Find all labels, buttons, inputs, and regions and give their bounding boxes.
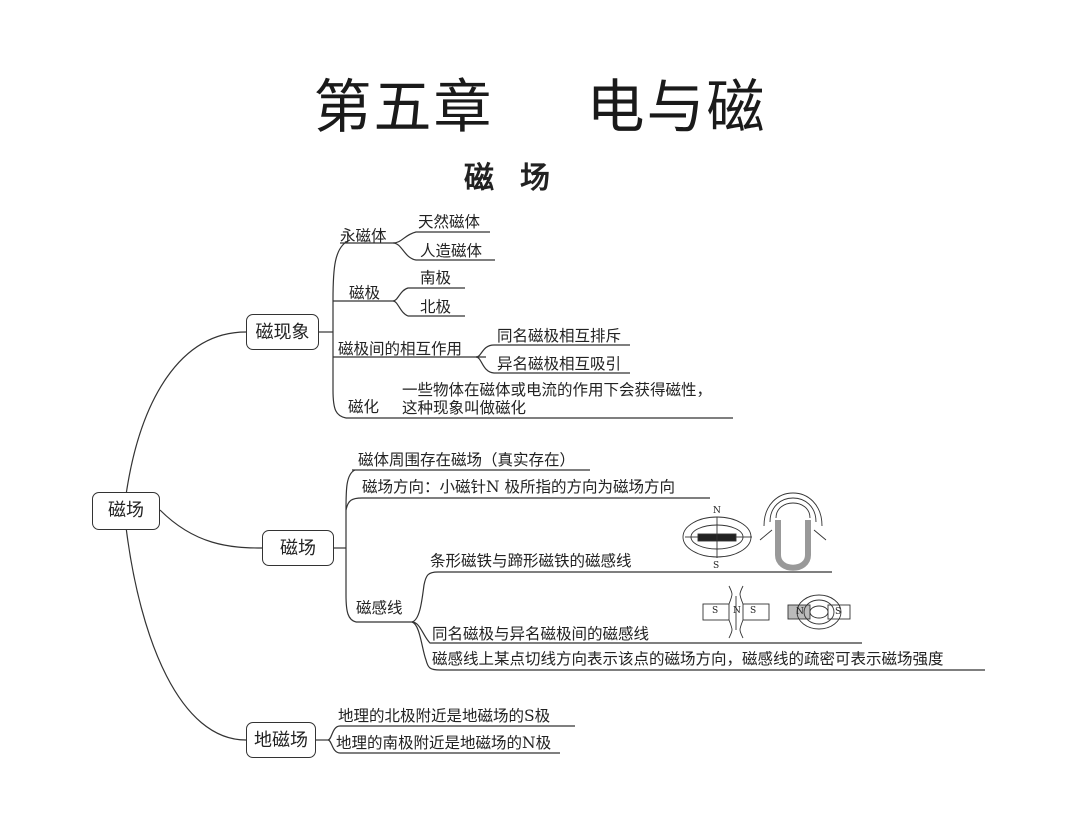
fig-letter-s-like-right: S xyxy=(750,606,757,616)
label-like-unlike-lines: 同名磁极与异名磁极间的磁感线 xyxy=(432,625,650,643)
chapter-name: 电与磁 xyxy=(586,73,767,141)
fig-letter-n-unlike: N xyxy=(796,607,804,617)
label-south-pole: 南极 xyxy=(420,269,452,287)
bar-magnet-figure xyxy=(682,516,752,558)
label-bar-horseshoe-lines: 条形磁铁与蹄形磁铁的磁感线 xyxy=(430,552,632,570)
node-phenomenon: 磁现象 xyxy=(246,314,319,350)
label-tangent-direction: 磁感线上某点切线方向表示该点的磁场方向，磁感线的疏密可表示磁场强度 xyxy=(432,650,944,668)
chapter-title: 第五章 电与磁 xyxy=(0,60,1080,144)
label-geo-north: 地理的北极附近是地磁场的S极 xyxy=(338,707,551,725)
connector-root-field xyxy=(159,509,263,549)
label-field-lines: 磁感线 xyxy=(356,599,403,617)
label-permanent-magnet: 永磁体 xyxy=(340,227,387,245)
like-poles-figure xyxy=(702,585,770,639)
connector-root-geo xyxy=(125,526,247,741)
fig-letter-s-unlike: S xyxy=(835,607,842,617)
label-field-existence: 磁体周围存在磁场（真实存在） xyxy=(358,451,576,469)
label-geo-south: 地理的南极附近是地磁场的N极 xyxy=(336,734,552,752)
label-field-direction: 磁场方向：小磁针N 极所指的方向为磁场方向 xyxy=(362,478,675,496)
fig-letter-n: N xyxy=(713,506,721,516)
label-magnetization: 磁化 xyxy=(348,398,380,416)
magnetization-desc-line2: 这种现象叫做磁化 xyxy=(402,399,527,417)
horseshoe-magnet-figure xyxy=(759,492,827,571)
label-north-pole: 北极 xyxy=(420,298,452,316)
fig-letter-s-like-left: S xyxy=(712,606,719,616)
label-like-repel: 同名磁极相互排斥 xyxy=(497,327,622,345)
label-natural-magnet: 天然磁体 xyxy=(418,213,481,231)
node-field: 磁场 xyxy=(262,530,334,566)
fig-letter-s: S xyxy=(713,561,720,571)
label-unlike-attract: 异名磁极相互吸引 xyxy=(497,355,622,373)
unlike-poles-figure xyxy=(787,594,851,630)
label-interaction: 磁极间的相互作用 xyxy=(338,340,463,358)
section-title: 磁场 xyxy=(464,161,576,196)
connector-root-phenomenon xyxy=(125,331,247,496)
label-artificial-magnet: 人造磁体 xyxy=(420,242,483,260)
label-poles: 磁极 xyxy=(349,284,381,302)
magnetization-desc-line1: 一些物体在磁体或电流的作用下会获得磁性， xyxy=(402,381,713,399)
root-node: 磁场 xyxy=(92,492,160,530)
chapter-number: 第五章 xyxy=(313,73,494,141)
node-geomagnetic: 地磁场 xyxy=(246,722,316,758)
fig-letter-n-like: N xyxy=(733,606,741,616)
